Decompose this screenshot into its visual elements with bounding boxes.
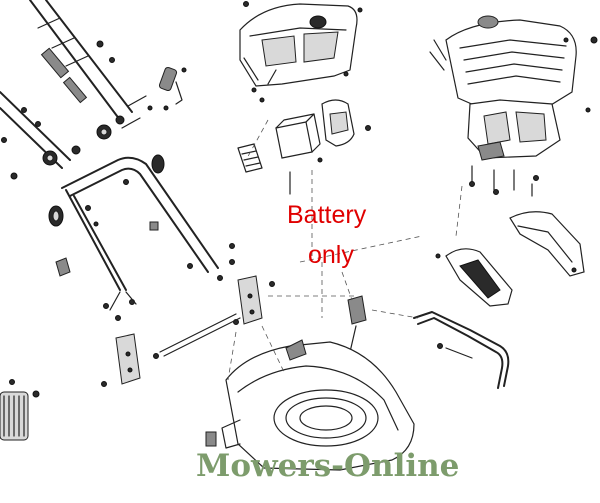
battery-clip-icon xyxy=(237,143,263,173)
lower-handle-rail-icon xyxy=(0,91,81,180)
annotation-line-1: Battery xyxy=(287,201,367,229)
engine-icon xyxy=(429,15,598,197)
watermark-logo: Mowers-Online xyxy=(196,448,460,484)
handle-bracket-icon xyxy=(101,275,275,387)
side-cover-icon xyxy=(435,248,513,307)
annotation-line-2: only xyxy=(308,241,354,269)
handle-icon xyxy=(48,154,235,321)
upper-handle-icon xyxy=(29,0,147,140)
discharge-rod-icon xyxy=(413,311,510,389)
battery-icon xyxy=(275,113,321,159)
battery-holder-icon xyxy=(317,99,371,163)
rear-guard-icon xyxy=(509,211,585,277)
engine-cover-icon xyxy=(239,1,363,103)
height-lever-icon xyxy=(147,66,187,111)
wheel-icon xyxy=(0,379,40,441)
assembly-lines xyxy=(227,119,463,381)
mower-deck-icon xyxy=(205,339,415,471)
